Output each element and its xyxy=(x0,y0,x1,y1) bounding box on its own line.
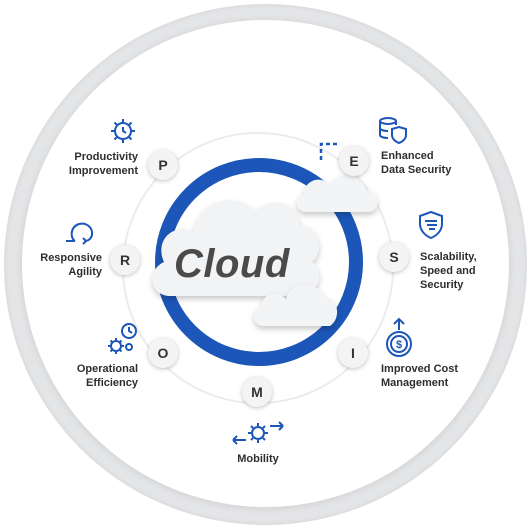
blue-ring xyxy=(155,158,363,366)
gears-clock-icon xyxy=(108,323,137,354)
label-operational-efficiency-text: Operational Efficiency xyxy=(76,363,138,389)
small-cloud-bottom xyxy=(253,284,338,326)
circular-arrow-icon xyxy=(66,222,94,245)
label-mobility: Mobility xyxy=(218,452,298,466)
label-responsive-agility: Responsive Agility xyxy=(30,251,102,279)
dashed-connector xyxy=(319,142,340,160)
label-mobility-text: Mobility xyxy=(237,453,279,465)
node-r: R xyxy=(110,245,140,275)
center-title: Cloud xyxy=(174,242,290,286)
node-o: O xyxy=(148,338,178,368)
gear-arrows-icon xyxy=(232,421,284,445)
gear-clock-icon xyxy=(111,119,135,143)
label-cost-management-text: Improved Cost Management xyxy=(381,363,459,389)
label-enhanced-security: Enhanced Data Security xyxy=(381,149,451,177)
label-scalability-text: Scalability, Speed and Security xyxy=(420,251,477,291)
database-shield-icon xyxy=(379,117,407,145)
node-m: M xyxy=(242,377,272,407)
node-p: P xyxy=(148,150,178,180)
small-cloud-top xyxy=(297,175,378,212)
shield-lines-icon xyxy=(419,210,443,240)
main-cloud xyxy=(152,200,320,296)
svg-text:$: $ xyxy=(396,339,402,351)
dollar-arrow-icon: $ xyxy=(386,317,412,357)
node-i: I xyxy=(338,338,368,368)
label-productivity-text: Productivity Improvement xyxy=(68,151,138,177)
label-responsive-agility-text: Responsive Agility xyxy=(40,252,102,278)
label-scalability: Scalability, Speed and Security xyxy=(420,250,477,292)
label-cost-management: Improved Cost Management xyxy=(381,362,458,390)
node-s: S xyxy=(379,242,409,272)
label-operational-efficiency: Operational Efficiency xyxy=(44,362,138,390)
label-enhanced-security-text: Enhanced Data Security xyxy=(381,150,452,176)
label-productivity: Productivity Improvement xyxy=(54,150,138,178)
node-e: E xyxy=(339,146,369,176)
